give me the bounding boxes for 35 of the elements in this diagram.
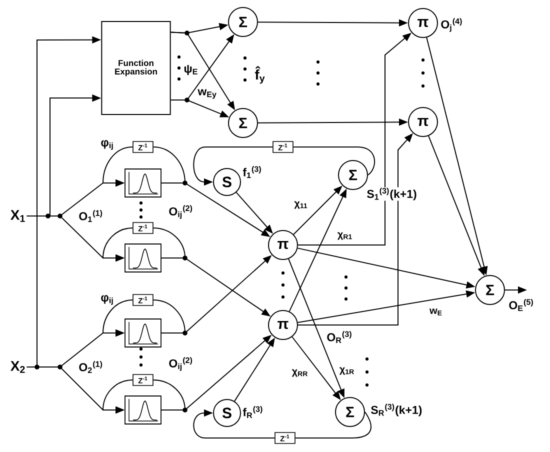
edge-label: χ$_{RR}$ xyxy=(291,368,309,378)
arrow xyxy=(193,409,276,438)
node-label: O$_{E}$(5) xyxy=(508,298,534,312)
node-label: S$_{R}$$^{(3)}$(k+1) xyxy=(370,403,423,417)
connector-line xyxy=(294,412,372,438)
membership-function-box xyxy=(124,318,162,348)
connector-line xyxy=(152,228,186,258)
text-label: O$_{ij}$(2) xyxy=(168,356,194,372)
text-label: f̂$_{y}$ xyxy=(254,66,266,84)
membership-function-box xyxy=(124,244,162,272)
membership-function-box xyxy=(124,168,162,198)
text-label: φ$_{ij}$ xyxy=(100,294,114,306)
text-label: ψ$_{E}$ xyxy=(183,64,199,76)
connector-line xyxy=(152,146,186,184)
edge-label: w$_{E}$ xyxy=(429,308,443,316)
text-label: O$_{ij}$(2) xyxy=(168,204,194,220)
text-label: O$_{2}$(1) xyxy=(78,360,104,374)
connector-line xyxy=(152,380,186,410)
edge-label: χ$_{1R}$ xyxy=(338,366,356,376)
node-label: S$_{1}$$^{(3)}$(k+1) xyxy=(366,187,418,201)
function-expansion-box: Function Expansion xyxy=(101,21,171,115)
text-label: w$_{Ey}$ xyxy=(197,88,218,100)
text-label: O$_{R}$(3) xyxy=(326,330,353,344)
edge-label: χ$_{11}$ xyxy=(294,200,308,210)
node-label: f$_{1}$(3) xyxy=(242,166,262,178)
edge-label: χ$_{R1}$ xyxy=(336,232,354,240)
connector-line xyxy=(292,146,376,176)
node-label: f$_{R}$(3) xyxy=(242,406,264,418)
connector-line xyxy=(152,300,186,334)
text-label: O$_{1}$(1) xyxy=(78,210,104,222)
input-label: X$_{2}$ xyxy=(10,361,25,373)
membership-function-box xyxy=(124,396,162,424)
node-label: O$_{j}$(4) xyxy=(440,18,464,32)
text-label: φ$_{ij}$ xyxy=(100,140,114,150)
input-label: X$_{1}$ xyxy=(10,210,25,222)
